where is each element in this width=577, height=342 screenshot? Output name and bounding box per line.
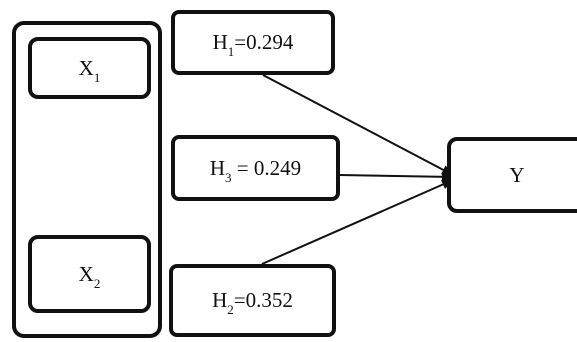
node-x1-label: X1 <box>78 55 101 85</box>
node-y-label: Y <box>509 162 525 187</box>
hypothesis-h1: H1=0.294 <box>171 10 335 75</box>
node-x2: X2 <box>28 235 151 313</box>
node-x1: X1 <box>28 37 151 99</box>
node-x2-label: X2 <box>78 261 101 291</box>
hypothesis-h1-label: H1=0.294 <box>212 30 294 60</box>
independent-variables-group <box>12 21 162 338</box>
arrow-h2-to-y <box>261 179 454 265</box>
hypothesis-h2: H2=0.352 <box>169 264 336 337</box>
arrow-h3-to-y <box>339 171 454 182</box>
hypothesis-h3-label: H3 = 0.249 <box>209 155 302 185</box>
hypothesis-h3: H3 = 0.249 <box>171 135 340 201</box>
hypothesis-h2-label: H2=0.352 <box>212 288 293 318</box>
arrow-h1-to-y <box>262 74 454 176</box>
node-y: Y <box>447 137 577 213</box>
